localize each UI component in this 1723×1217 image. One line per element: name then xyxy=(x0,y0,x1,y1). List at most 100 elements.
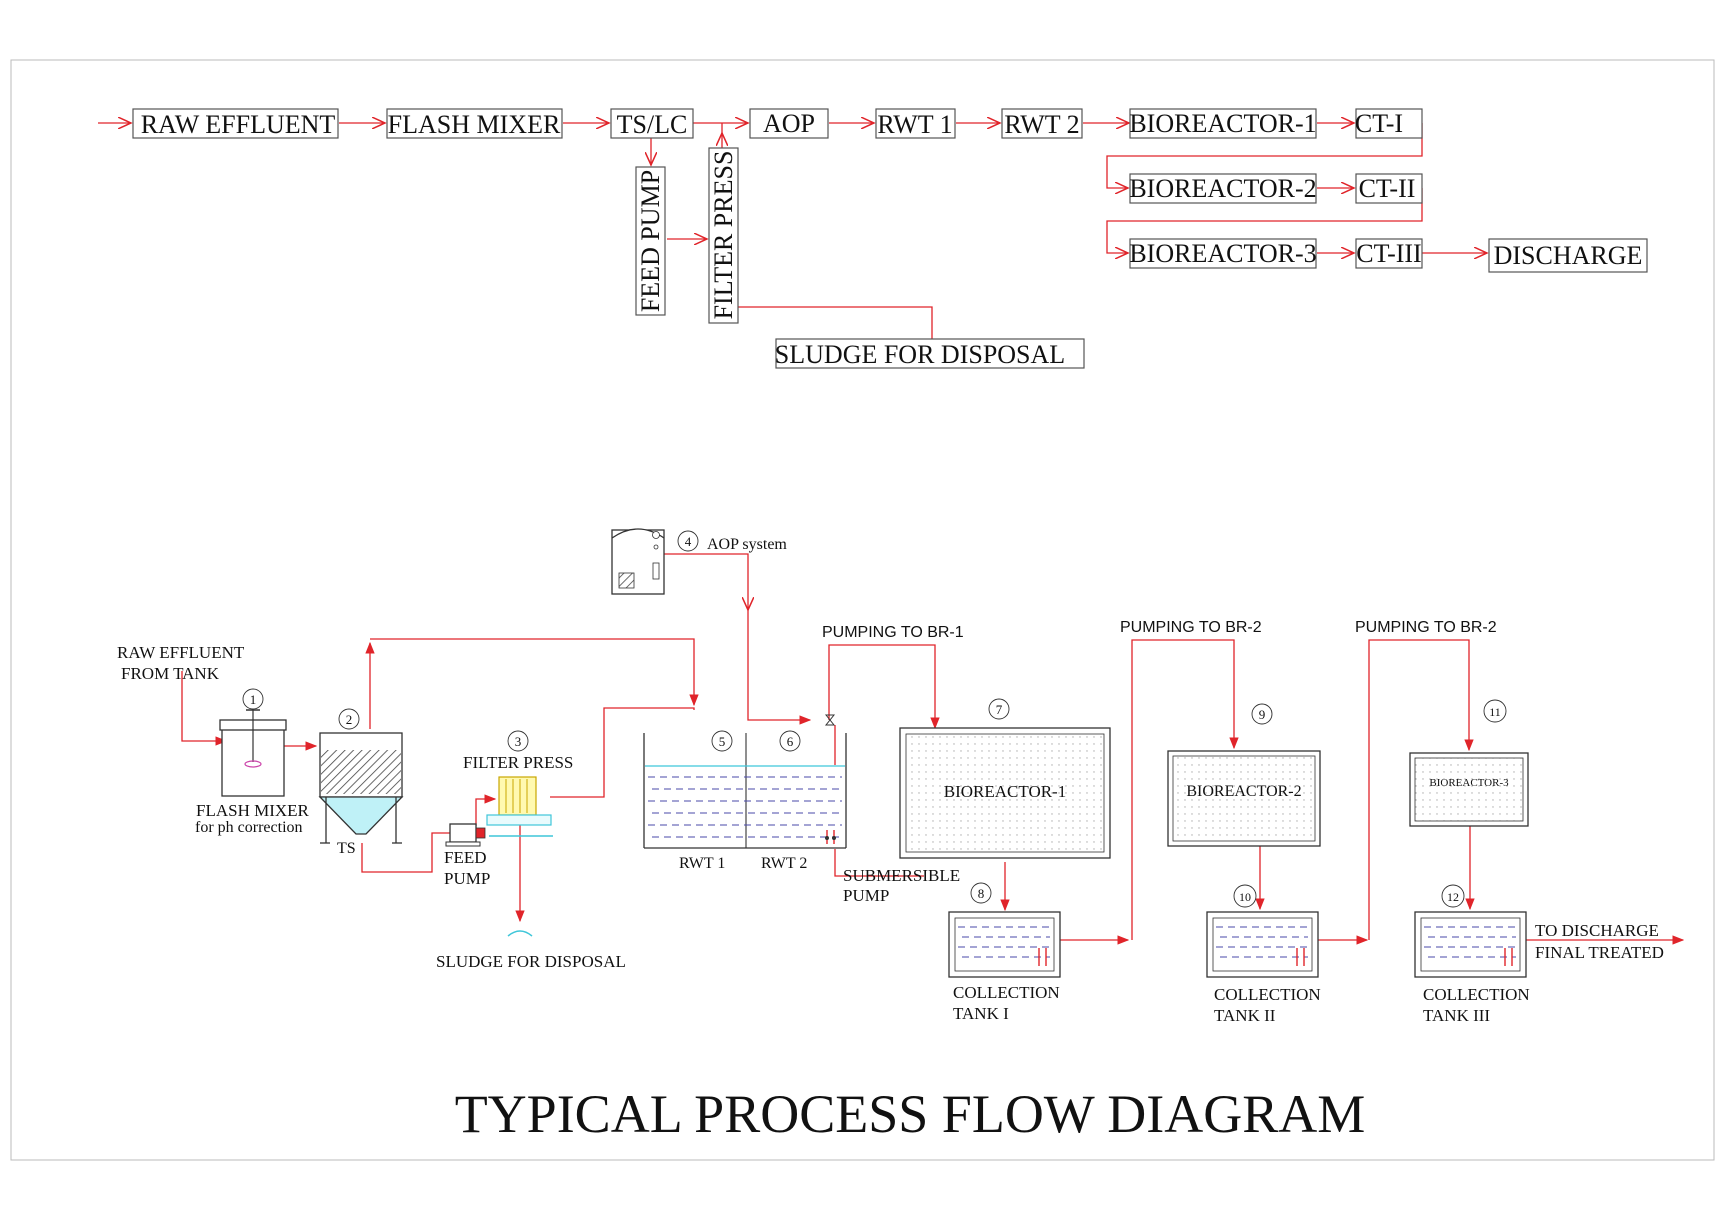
block-aop xyxy=(749,108,829,139)
block-sludge xyxy=(775,338,1085,369)
rwt2-label: RWT 2 xyxy=(761,855,807,872)
collection-tank-1 xyxy=(948,911,1061,978)
collection-tank-3-label-1: COLLECTION xyxy=(1423,985,1530,1004)
pumping-br2-label-b: PUMPING TO BR-2 xyxy=(1355,619,1497,636)
collection-tank-1-label-2: TANK I xyxy=(953,1004,1009,1023)
rwt-water xyxy=(648,776,842,838)
collection-tank-3-label-2: TANK III xyxy=(1423,1006,1490,1025)
aop-system-label: AOP system xyxy=(707,536,787,553)
tube-settler-cone xyxy=(318,796,404,835)
block-bioreactor-1 xyxy=(1129,108,1317,139)
tag-2-label: 2 xyxy=(346,712,353,727)
block-feed-pump-label: FEED PUMP xyxy=(636,170,665,312)
block-flash-mixer-label: FLASH MIXER xyxy=(388,110,561,139)
tag-1-label: 1 xyxy=(250,692,257,707)
tag-4-label: 4 xyxy=(685,534,692,549)
collection-tank-2-label-1: COLLECTION xyxy=(1214,985,1321,1004)
to-discharge-label: TO DISCHARGE xyxy=(1535,921,1659,940)
tag-3 xyxy=(507,730,529,752)
bioreactor-3-label: BIOREACTOR-3 xyxy=(1429,777,1509,789)
tag-3-label: 3 xyxy=(515,734,522,749)
tag-6 xyxy=(779,730,801,752)
block-rwt2 xyxy=(1001,108,1083,139)
filter-press-plates xyxy=(498,776,537,816)
tag-7 xyxy=(988,698,1010,720)
block-ct-1 xyxy=(1355,108,1423,139)
tag-12-label: 12 xyxy=(1447,890,1459,904)
valve-icon xyxy=(824,714,836,726)
raw-effluent-label: RAW EFFLUENT xyxy=(117,643,245,662)
filter-press-label: FILTER PRESS xyxy=(463,753,573,772)
collection-tank-3 xyxy=(1414,911,1527,978)
block-ct-2 xyxy=(1355,173,1423,204)
collection-tank-2 xyxy=(1206,911,1319,978)
tag-11 xyxy=(1483,699,1507,723)
tag-4 xyxy=(677,530,699,552)
block-filter-press-label: FILTER PRESS xyxy=(709,151,738,320)
block-flash-mixer xyxy=(386,108,563,139)
block-bioreactor-2-label: BIOREACTOR-2 xyxy=(1129,174,1316,203)
sludge-tray-icon xyxy=(507,930,533,937)
block-aop-label: AOP xyxy=(763,109,815,138)
block-bioreactor-3-label: BIOREACTOR-3 xyxy=(1129,239,1316,268)
block-bioreactor-1-label: BIOREACTOR-1 xyxy=(1129,109,1316,138)
block-raw-effluent xyxy=(132,108,339,139)
block-sludge-label: SLUDGE FOR DISPOSAL xyxy=(775,340,1065,369)
feed-pump-body xyxy=(449,823,477,843)
block-ct-3 xyxy=(1355,238,1423,269)
from-tank-label: FROM TANK xyxy=(121,664,220,683)
block-ts-lc-label: TS/LC xyxy=(617,110,688,139)
block-rwt2-label: RWT 2 xyxy=(1004,110,1079,139)
block-bioreactor-2 xyxy=(1129,173,1317,204)
feed-pump-label-2: PUMP xyxy=(444,869,490,888)
block-discharge xyxy=(1488,238,1648,273)
drawing-frame xyxy=(10,59,1715,1161)
block-ct-3-label: CT-III xyxy=(1356,239,1421,268)
filter-press-tray xyxy=(486,814,552,826)
ph-correction-label: for ph correction xyxy=(195,819,303,836)
tag-10-label: 10 xyxy=(1239,890,1251,904)
tag-5 xyxy=(711,730,733,752)
block-rwt1-label: RWT 1 xyxy=(877,110,952,139)
bioreactor-1-label: BIOREACTOR-1 xyxy=(944,782,1066,801)
tag-11-label: 11 xyxy=(1489,705,1501,719)
block-feed-pump xyxy=(635,166,666,316)
pumping-br2-label-a: PUMPING TO BR-2 xyxy=(1120,619,1262,636)
tag-10 xyxy=(1233,884,1257,908)
tag-6-label: 6 xyxy=(787,734,794,749)
block-ct-2-label: CT-II xyxy=(1359,174,1416,203)
submersible-pump-icon xyxy=(825,830,836,844)
block-rwt1 xyxy=(875,108,956,139)
tag-5-label: 5 xyxy=(719,734,726,749)
aop-machine-icon xyxy=(611,528,665,595)
tag-2 xyxy=(338,708,360,730)
collection-tank-1-label-1: COLLECTION xyxy=(953,983,1060,1002)
block-filter-press xyxy=(708,147,739,324)
tag-7-label: 7 xyxy=(996,702,1003,717)
tag-1 xyxy=(242,688,264,710)
block-ct-1-label: CT-I xyxy=(1355,109,1403,138)
collection-tank-2-label-2: TANK II xyxy=(1214,1006,1276,1025)
rwt1-label: RWT 1 xyxy=(679,855,725,872)
bioreactor-2-label: BIOREACTOR-2 xyxy=(1186,783,1301,800)
pumping-br1-label: PUMPING TO BR-1 xyxy=(822,624,964,641)
submersible-pump-label: PUMP xyxy=(843,886,889,905)
sludge-label: SLUDGE FOR DISPOSAL xyxy=(436,952,626,971)
agitator-icon xyxy=(244,760,262,768)
flash-mixer-label: FLASH MIXER xyxy=(196,801,310,820)
block-discharge-label: DISCHARGE xyxy=(1494,241,1643,270)
tag-12 xyxy=(1441,884,1465,908)
feed-pump-label-1: FEED xyxy=(444,848,487,867)
tag-8 xyxy=(970,882,992,904)
process-equipment-section: 1 2 3 4 5 6 7 8 9 10 11 12 RAW EFFLUENT … xyxy=(117,528,1685,1025)
block-flow-section: RAW EFFLUENT FLASH MIXER TS/LC AOP RWT 1… xyxy=(98,108,1648,369)
block-raw-effluent-label: RAW EFFLUENT xyxy=(141,110,336,139)
final-treated-label: FINAL TREATED xyxy=(1535,943,1664,962)
ts-label: TS xyxy=(337,840,356,857)
submersible-label: SUBMERSIBLE xyxy=(843,866,960,885)
tag-9 xyxy=(1251,703,1273,725)
tag-9-label: 9 xyxy=(1259,707,1266,722)
block-bioreactor-3 xyxy=(1129,238,1317,269)
tag-8-label: 8 xyxy=(978,886,985,901)
